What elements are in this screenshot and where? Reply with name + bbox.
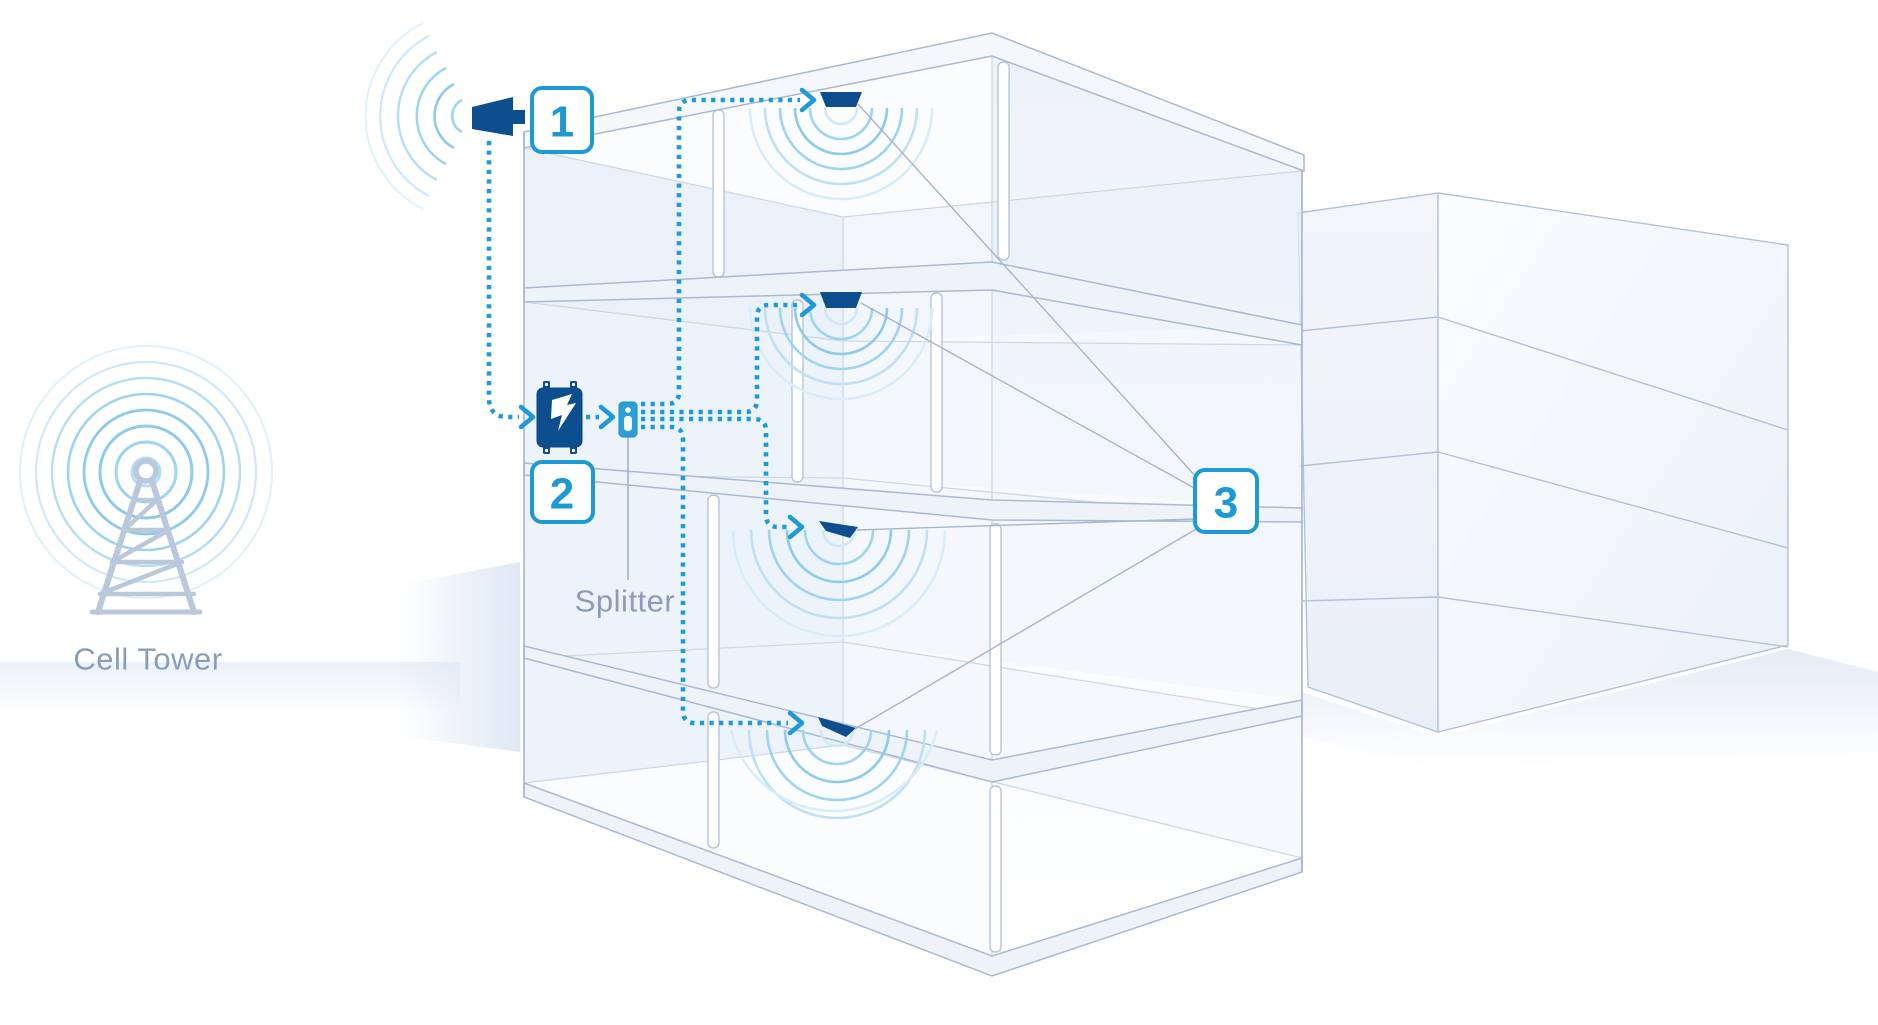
chevron-arrow-icon [518, 404, 536, 430]
chevron-arrow-icon [598, 404, 616, 430]
callout-2-number: 2 [550, 470, 574, 519]
callout-2: 2 [530, 460, 595, 524]
chevron-arrow-icon [787, 514, 805, 540]
chevron-arrow-icon [799, 87, 817, 113]
splitter: Splitter [575, 401, 675, 619]
ground-shading [0, 562, 1878, 768]
cable-splitter-to-floor1 [641, 97, 800, 407]
cable-splitter-to-floor4 [641, 424, 788, 726]
ceiling-antenna-waves-icon [729, 107, 947, 820]
cables [486, 97, 800, 726]
incoming-signal-waves-icon [364, 22, 463, 210]
callout3-pointer-lines [854, 103, 1199, 730]
signal-booster-icon [536, 381, 583, 454]
radio-tower-icon [89, 458, 203, 615]
chevron-arrow-icon [787, 710, 805, 736]
callout-3: 3 [1193, 468, 1259, 534]
main-building [523, 32, 1305, 977]
cable-splitter-to-floor2 [641, 302, 800, 415]
building-outline [523, 132, 1303, 872]
cable-antenna-to-booster [486, 141, 519, 420]
indoor-antennas [729, 92, 947, 820]
callout-3-number: 3 [1214, 479, 1238, 528]
building-pillars [707, 61, 1010, 953]
splitter-label: Splitter [575, 584, 675, 619]
outdoor-antenna-icon [472, 97, 525, 136]
background-building [1297, 192, 1789, 733]
chevron-arrow-icon [799, 292, 817, 318]
splitter-icon [618, 401, 638, 438]
cell-tower: Cell Tower [19, 345, 273, 677]
callouts: 1 2 3 [530, 86, 1259, 534]
signal-booster [536, 381, 583, 454]
cable-arrows [518, 87, 817, 736]
ceiling-antenna-icon [818, 92, 862, 737]
cell-tower-label: Cell Tower [73, 642, 222, 677]
callout-1-number: 1 [550, 98, 574, 147]
outdoor-antenna [364, 22, 525, 210]
cable-splitter-to-floor3 [641, 416, 788, 530]
callout-1: 1 [530, 86, 594, 154]
radial-signal-waves-icon [19, 345, 273, 599]
